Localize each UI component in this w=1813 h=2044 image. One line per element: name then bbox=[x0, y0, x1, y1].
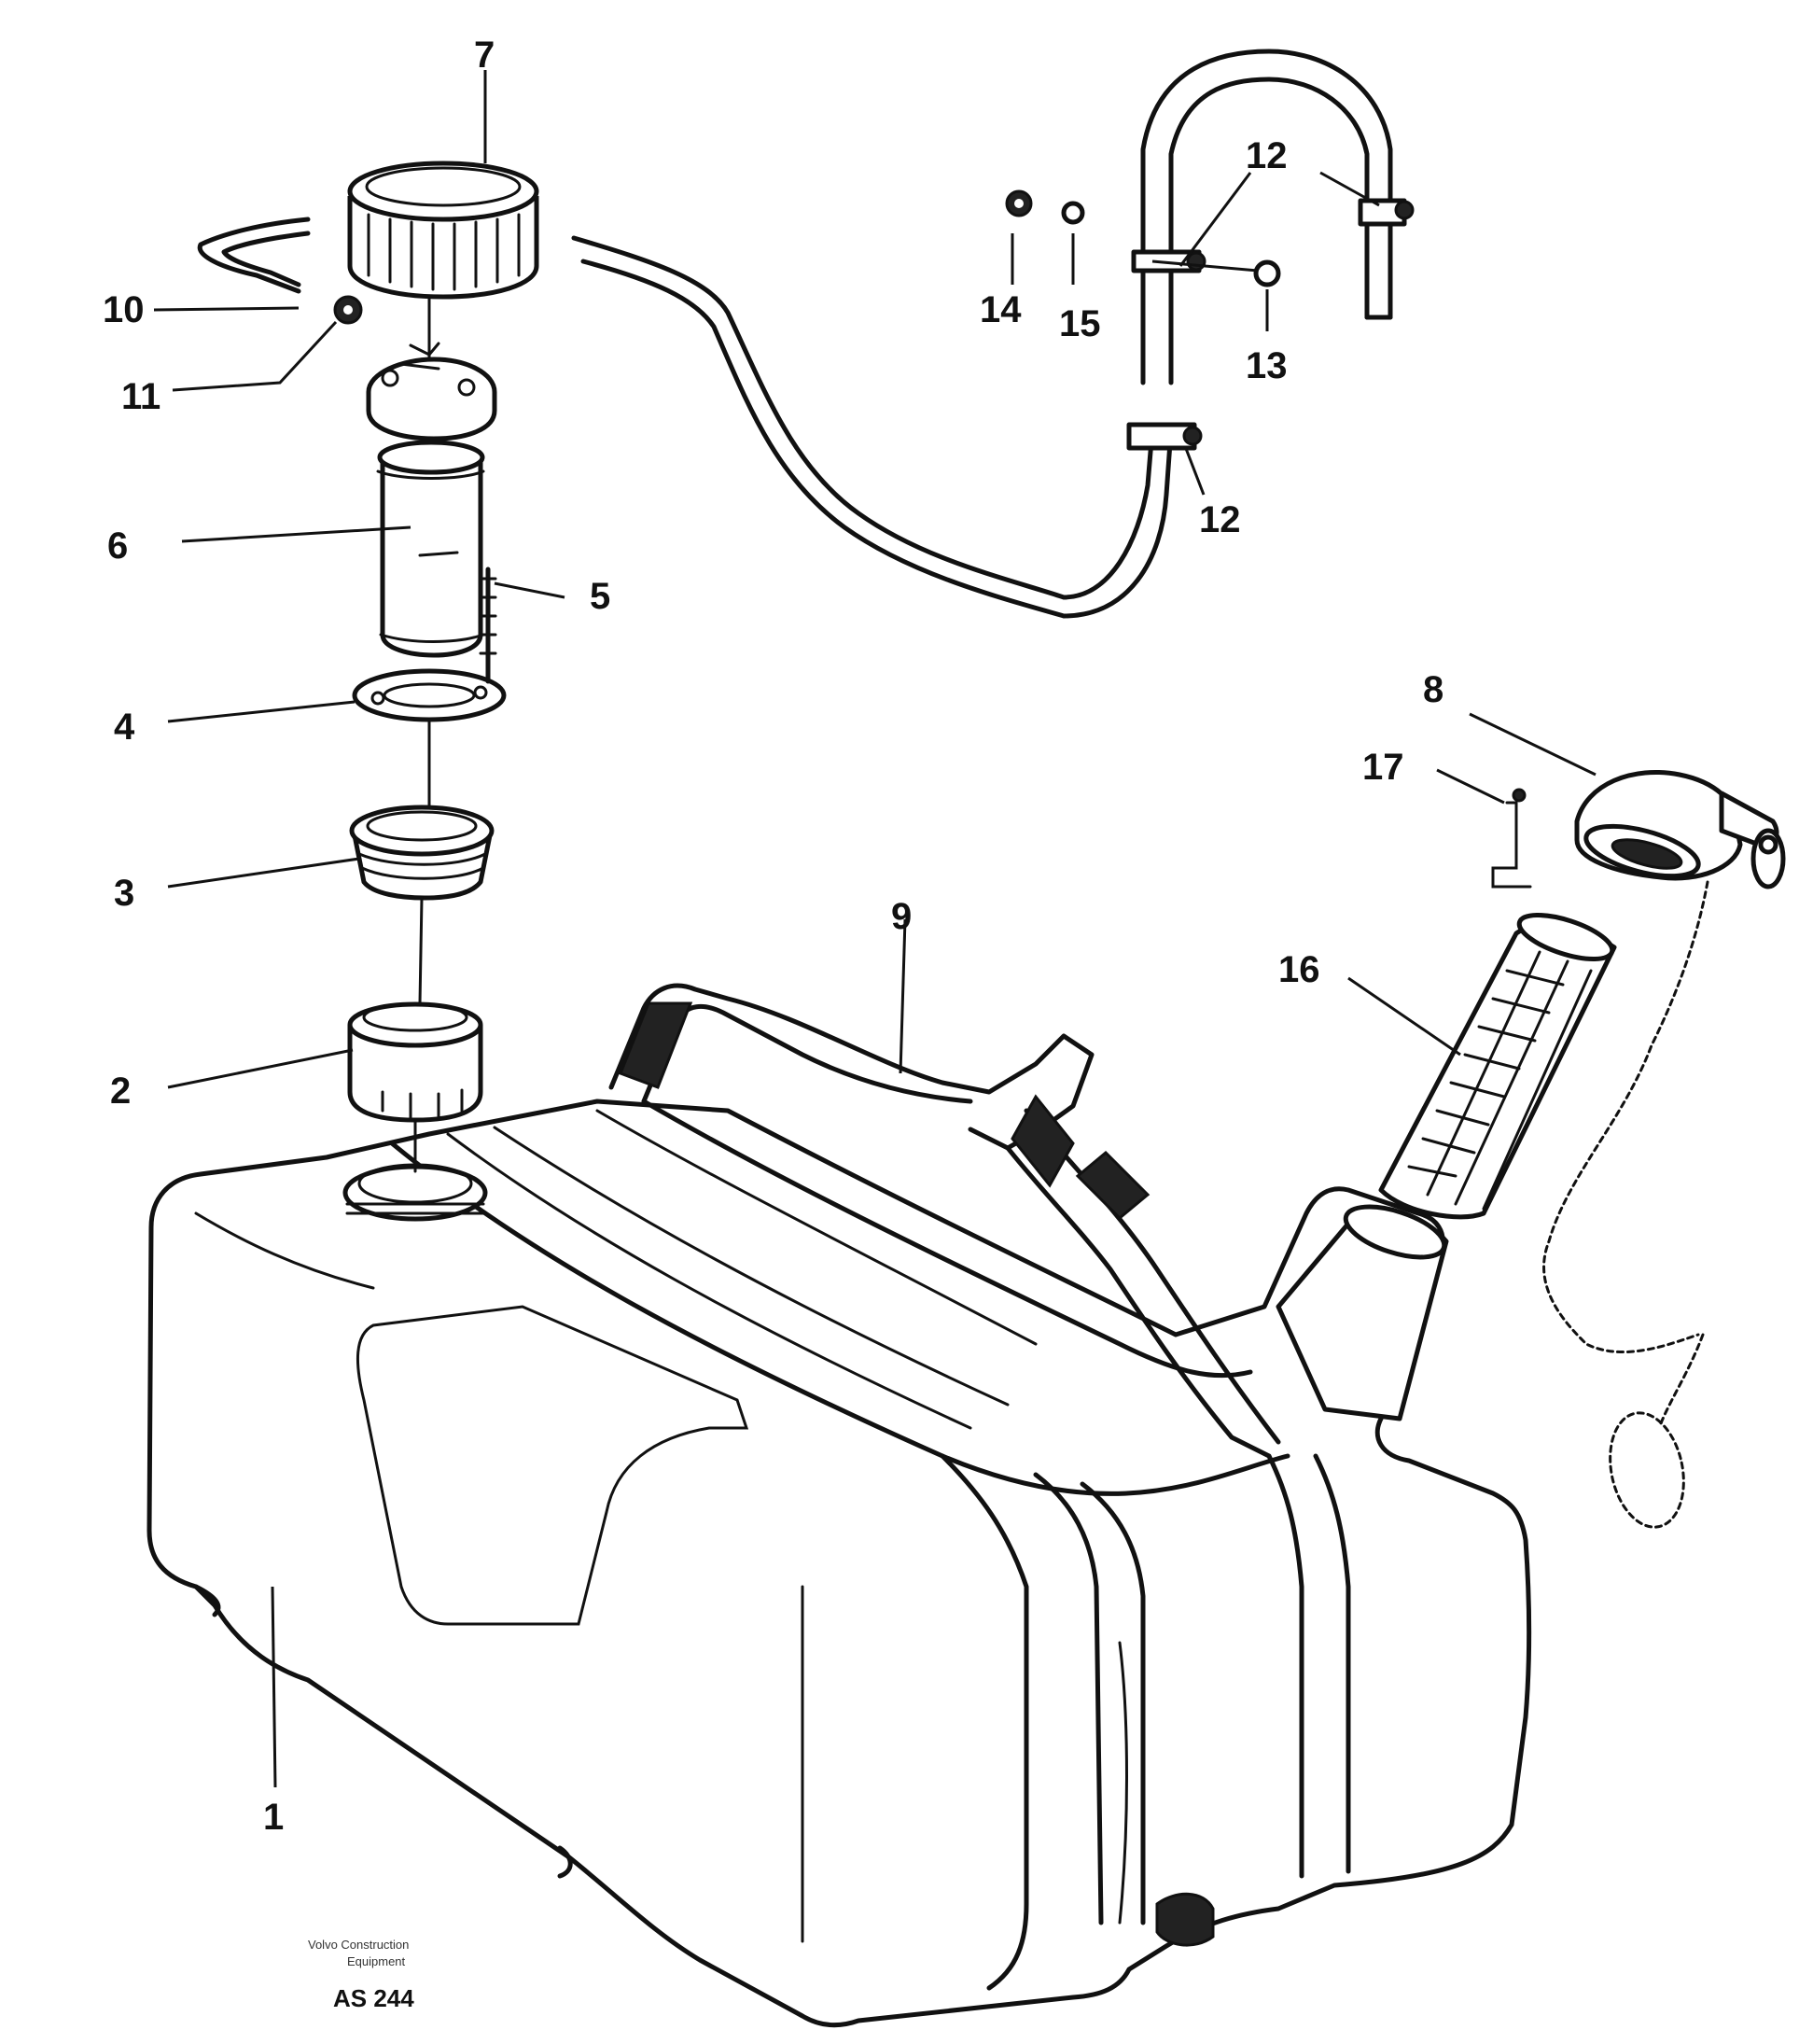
part-8-filler-cap bbox=[1542, 769, 1786, 1529]
part-12-clamp-lower bbox=[1126, 422, 1203, 451]
part-2-sleeve bbox=[347, 1001, 483, 1123]
part-16-strainer bbox=[1378, 913, 1617, 1220]
callout-1: 1 bbox=[263, 1797, 284, 1838]
part-15-washer bbox=[1061, 201, 1085, 225]
callout-11: 11 bbox=[121, 376, 160, 417]
callout-12-lower: 12 bbox=[1199, 499, 1241, 540]
part-11-nut bbox=[333, 295, 363, 325]
callout-2: 2 bbox=[110, 1071, 131, 1112]
callout-5: 5 bbox=[590, 576, 610, 617]
part-6-sender-unit bbox=[366, 342, 497, 658]
callout-12-upper: 12 bbox=[1246, 135, 1288, 176]
callout-14: 14 bbox=[980, 289, 1022, 330]
leader-lines bbox=[153, 70, 1597, 1788]
callout-9: 9 bbox=[891, 896, 912, 937]
callout-15: 15 bbox=[1059, 303, 1101, 344]
assembly-axis bbox=[413, 297, 431, 1173]
part-4-gasket bbox=[352, 668, 507, 722]
footer-drawing-code: AS 244 bbox=[333, 1984, 414, 2012]
part-17-pin bbox=[1491, 788, 1532, 889]
part-5-screw bbox=[479, 567, 497, 684]
tank-strap bbox=[608, 983, 1281, 1459]
part-12-clamp-right bbox=[1358, 198, 1415, 227]
callout-16: 16 bbox=[1278, 949, 1320, 990]
callout-labels: 7 10 11 6 5 4 3 2 1 9 8 17 16 14 15 13 1… bbox=[103, 35, 1443, 1838]
part-3-adapter bbox=[349, 805, 495, 901]
callout-4: 4 bbox=[114, 707, 135, 748]
callout-7: 7 bbox=[474, 35, 495, 76]
drawing-footer: Volvo Construction Equipment AS 244 bbox=[308, 1938, 414, 2012]
part-14-washer bbox=[1005, 189, 1033, 217]
callout-17: 17 bbox=[1362, 747, 1404, 788]
callout-6: 6 bbox=[107, 525, 128, 567]
footer-company: Volvo Construction bbox=[308, 1938, 409, 1952]
fuel-tank bbox=[146, 1099, 1532, 2028]
callout-10: 10 bbox=[103, 289, 145, 330]
part-7-cap-ring bbox=[347, 161, 539, 300]
footer-equipment: Equipment bbox=[347, 1954, 406, 1968]
vent-hose bbox=[571, 235, 1174, 619]
callout-3: 3 bbox=[114, 873, 134, 914]
part-13-nut bbox=[1253, 259, 1281, 287]
callout-8: 8 bbox=[1423, 669, 1443, 710]
part-10-hose bbox=[197, 217, 311, 294]
part-12-clamp-upper bbox=[1131, 249, 1206, 273]
callout-13: 13 bbox=[1246, 345, 1288, 386]
u-tube bbox=[1140, 49, 1393, 385]
